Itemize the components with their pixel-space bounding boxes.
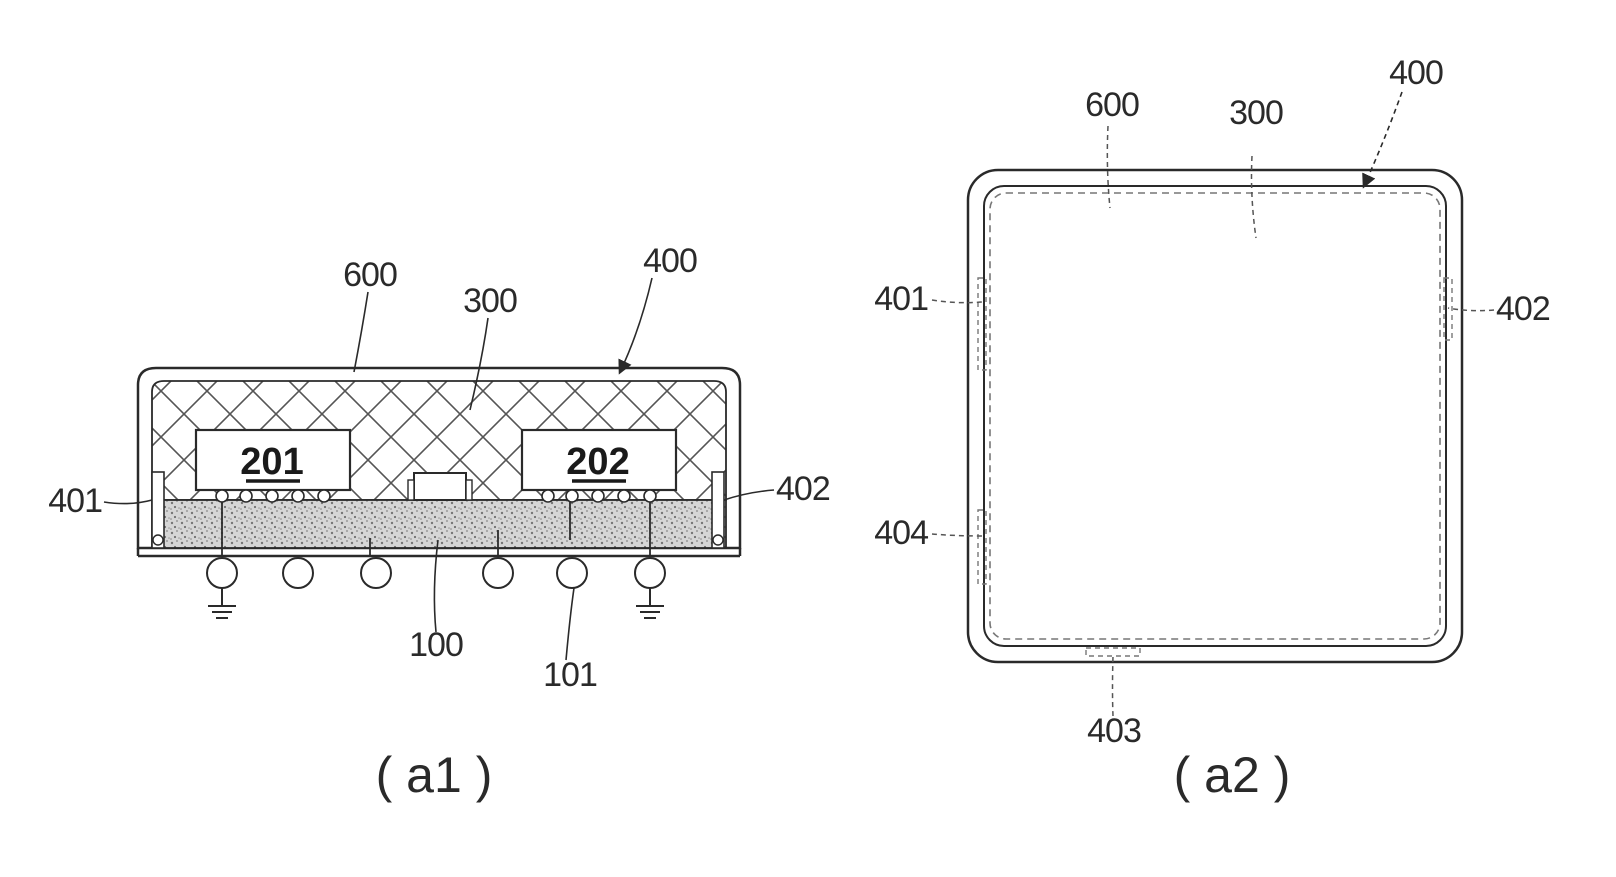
ground-symbol-right xyxy=(636,588,664,618)
label-300-a2: 300 xyxy=(1229,94,1283,132)
outer-frame-400 xyxy=(968,170,1462,662)
label-100-a1: 100 xyxy=(409,626,463,664)
label-101-a1: 101 xyxy=(543,656,597,694)
label-403-a2: 403 xyxy=(1087,712,1141,750)
chip-202-label: 202 xyxy=(566,441,629,483)
passive-component xyxy=(414,473,466,500)
label-402-a1: 402 xyxy=(776,470,830,508)
substrate-100 xyxy=(152,500,726,548)
label-404-a2: 404 xyxy=(874,514,928,552)
caption-a1: ( a1 ) xyxy=(376,747,493,803)
label-600-a1: 600 xyxy=(343,256,397,294)
label-400-a1: 400 xyxy=(643,242,697,280)
label-402-a2: 402 xyxy=(1496,290,1550,328)
label-300-a1: 300 xyxy=(463,282,517,320)
label-600-a2: 600 xyxy=(1085,86,1139,124)
caption-a2: ( a2 ) xyxy=(1174,747,1291,803)
figure-a1: 201 202 xyxy=(48,242,830,803)
ground-symbol-left xyxy=(208,588,236,618)
chip-201-label: 201 xyxy=(240,441,303,483)
figure-a2: 600 300 400 401 402 404 403 ( a2 ) xyxy=(874,54,1550,803)
label-401-a2: 401 xyxy=(874,280,928,318)
label-401-a1: 401 xyxy=(48,482,102,520)
label-400-a2: 400 xyxy=(1389,54,1443,92)
